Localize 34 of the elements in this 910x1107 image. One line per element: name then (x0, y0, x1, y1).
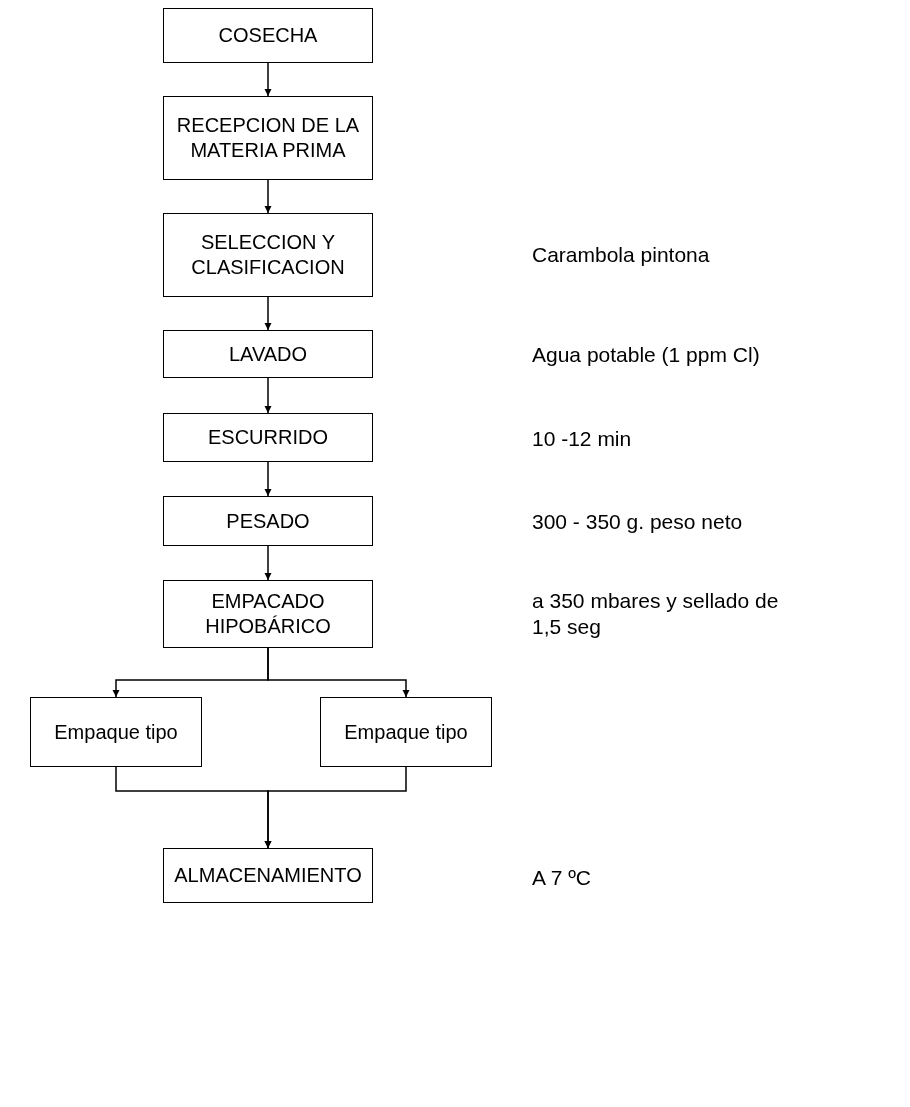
process-box (163, 848, 373, 903)
step-note: Agua potable (1 ppm Cl) (532, 342, 761, 368)
arrow (267, 647, 410, 698)
arrow (264, 62, 272, 97)
step-label: ESCURRIDO (208, 425, 328, 450)
step-note: Carambola pintona (532, 242, 711, 268)
step-note: A 7 ºC (532, 865, 593, 891)
step-label: RECEPCION DE LA MATERIA PRIMA (175, 113, 361, 163)
arrow (264, 766, 407, 849)
process-box (163, 413, 373, 462)
arrow (264, 179, 272, 214)
process-box (163, 213, 373, 297)
step-label: LAVADO (228, 341, 308, 367)
process-box (163, 96, 373, 180)
step-label: EMPACADO HIPOBÁRICO (204, 589, 332, 639)
process-box (30, 697, 202, 767)
process-box (163, 8, 373, 63)
step-note: 10 -12 min (532, 426, 633, 452)
arrow (264, 377, 272, 414)
process-box (320, 697, 492, 767)
step-label: COSECHA (218, 23, 318, 48)
step-note: a 350 mbares y sellado de 1,5 seg (532, 588, 780, 641)
step-label: Empaque tipo (54, 719, 178, 745)
arrow (264, 545, 272, 581)
step-note: 300 - 350 g. peso neto (532, 509, 744, 535)
step-label: Empaque tipo (344, 719, 468, 745)
arrow (264, 296, 272, 331)
arrow (264, 461, 272, 497)
process-box (163, 330, 373, 378)
step-label: ALMACENAMIENTO (174, 863, 362, 888)
step-label: PESADO (226, 508, 310, 534)
process-box (163, 580, 373, 648)
process-box (163, 496, 373, 546)
step-label: SELECCION Y CLASIFICACION (190, 230, 346, 280)
